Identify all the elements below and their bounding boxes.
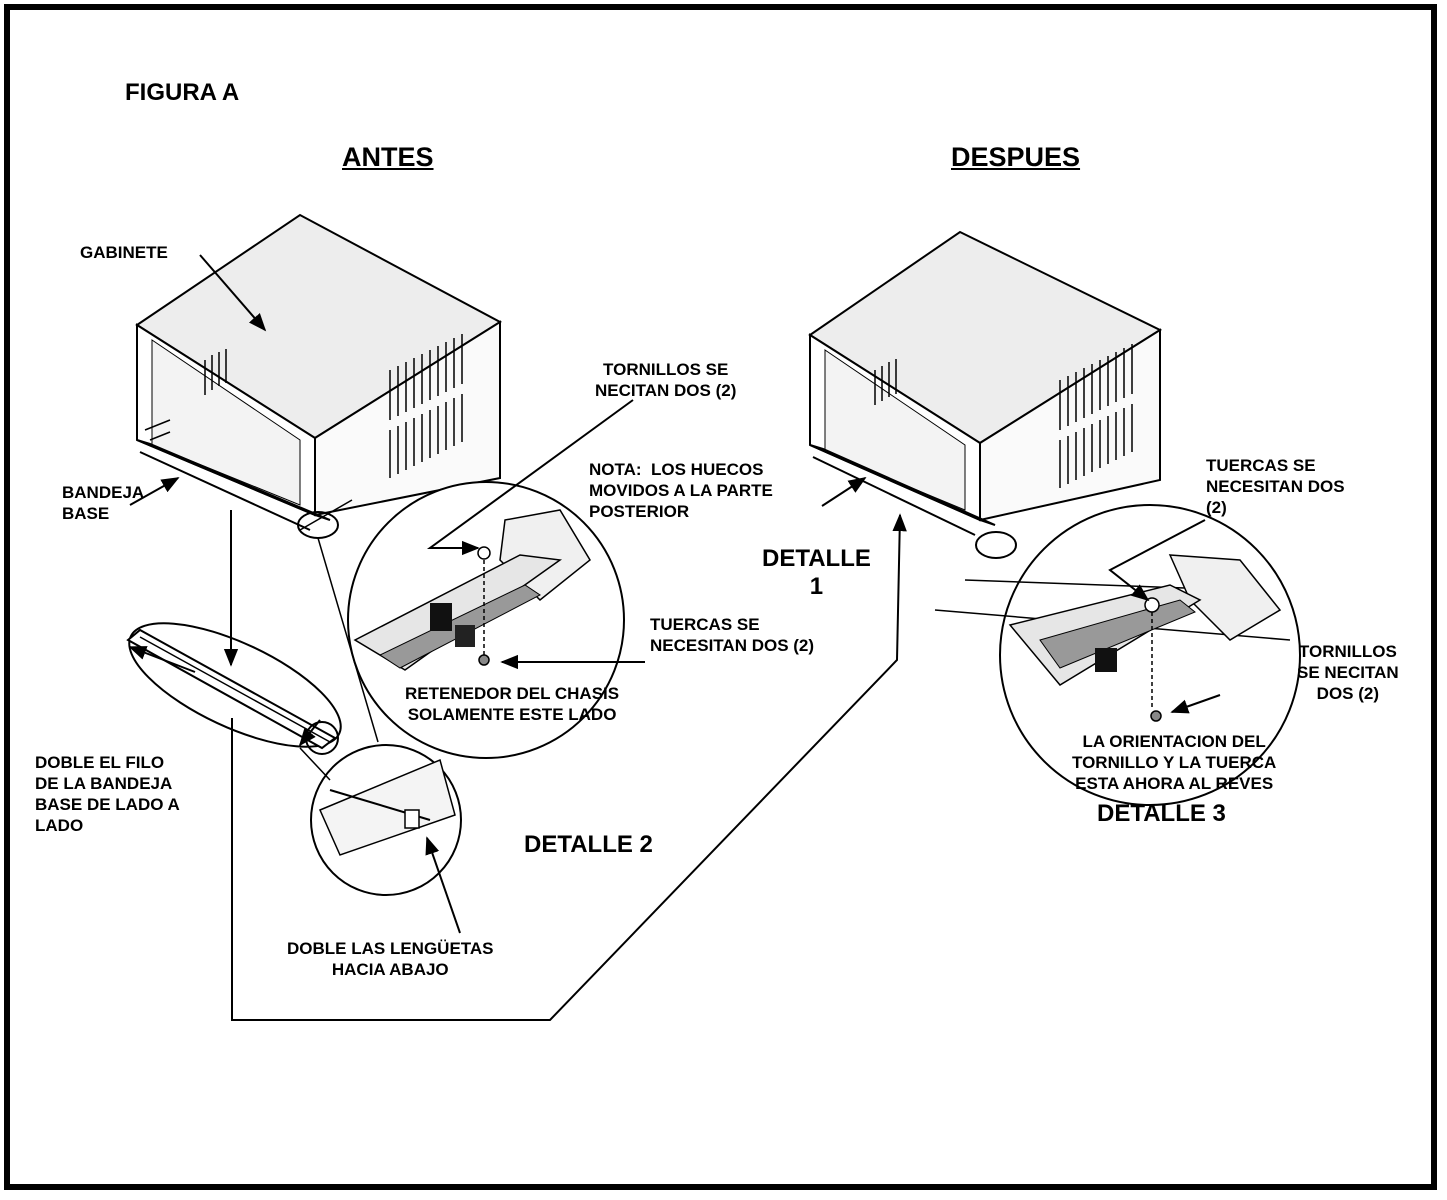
cabinet-after bbox=[808, 230, 1163, 536]
tornillos-after-label: TORNILLOS SE NECITAN DOS (2) bbox=[1297, 642, 1399, 703]
detalle-3-label: DETALLE 3 bbox=[1097, 800, 1226, 827]
detalle-1-label: DETALLE 1 bbox=[762, 545, 871, 600]
doble-lenguetas-label: DOBLE LAS LENGÜETAS HACIA ABAJO bbox=[287, 939, 494, 979]
before-heading: ANTES bbox=[342, 142, 434, 172]
bandeja-base-label: BANDEJA BASE bbox=[62, 483, 145, 523]
detail-3-callout-circle bbox=[975, 531, 1017, 559]
orientacion-label: LA ORIENTACION DEL TORNILLO Y LA TUERCA … bbox=[1072, 732, 1277, 793]
base-tray-removed bbox=[126, 622, 342, 755]
after-heading: DESPUES bbox=[951, 142, 1081, 172]
leader-lines bbox=[128, 254, 1221, 1021]
figure-title: FIGURA A bbox=[125, 79, 240, 106]
detail-3-view bbox=[934, 504, 1301, 806]
figure-border bbox=[4, 4, 1437, 1190]
doble-filo-label: DOBLE EL FILO DE LA BANDEJA BASE DE LADO… bbox=[35, 753, 180, 835]
tuercas-after-label: TUERCAS SE NECESITAN DOS (2) bbox=[1206, 456, 1345, 517]
detail-2-view bbox=[299, 744, 462, 896]
tornillos-before-label: TORNILLOS SE NECITAN DOS (2) bbox=[595, 360, 737, 400]
nota-label: NOTA: LOS HUECOS MOVIDOS A LA PARTE POST… bbox=[589, 460, 773, 521]
gabinete-label: GABINETE bbox=[80, 243, 168, 262]
detalle-2-label: DETALLE 2 bbox=[524, 831, 653, 858]
tuercas-before-label: TUERCAS SE NECESITAN DOS (2) bbox=[650, 615, 815, 655]
detail-1-view bbox=[299, 481, 625, 759]
retenedor-label: RETENEDOR DEL CHASIS SOLAMENTE ESTE LADO bbox=[405, 684, 620, 724]
cabinet-before bbox=[135, 213, 502, 531]
